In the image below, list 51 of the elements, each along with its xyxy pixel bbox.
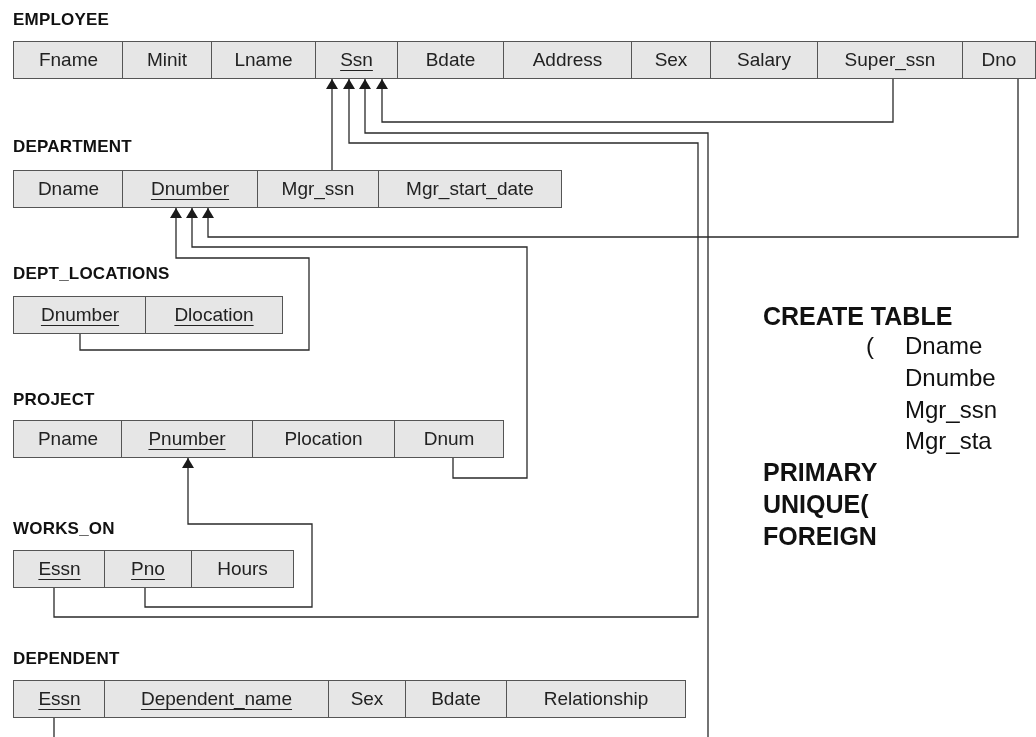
arrow: [376, 78, 894, 123]
arrow: [79, 207, 310, 351]
sql-text: Mgr_sta: [905, 427, 992, 455]
attribute-cell: Pno: [104, 550, 192, 588]
attribute-cell: Pname: [13, 420, 123, 458]
sql-text: PRIMARY: [763, 458, 878, 487]
table-name: PROJECT: [13, 390, 95, 410]
attribute-cell: Dlocation: [145, 296, 283, 334]
arrow: [144, 457, 313, 608]
arrow: [53, 78, 699, 618]
arrow: [326, 78, 338, 171]
attribute-cell: Fname: [13, 41, 124, 79]
table-name: EMPLOYEE: [13, 10, 110, 30]
attribute-cell: Dno: [962, 41, 1036, 79]
attribute-cell: Dnumber: [13, 296, 147, 334]
attribute-cell: Essn: [13, 550, 106, 588]
sql-text: FOREIGN: [763, 522, 877, 551]
attribute-cell: Lname: [211, 41, 316, 79]
attribute-cell: Mgr_start_date: [378, 170, 562, 208]
attribute-cell: Mgr_ssn: [257, 170, 379, 208]
attribute-cell: Bdate: [405, 680, 507, 718]
attribute-cell: Hours: [191, 550, 294, 588]
attribute-cell: Super_ssn: [817, 41, 963, 79]
attribute-cell: Ssn: [315, 41, 398, 79]
attribute-cell: Essn: [13, 680, 106, 718]
arrow: [202, 78, 1019, 238]
sql-text: (: [866, 332, 874, 360]
attribute-cell: Sex: [328, 680, 406, 718]
attribute-cell: Bdate: [397, 41, 504, 79]
attribute-cell: Minit: [122, 41, 212, 79]
attribute-cell: Dnumber: [122, 170, 258, 208]
sql-text: Dname: [905, 332, 983, 360]
arrow: [53, 78, 709, 737]
attribute-cell: Dnum: [394, 420, 504, 458]
attribute-cell: Sex: [631, 41, 711, 79]
arrow: [186, 207, 528, 479]
attribute-cell: Dependent_name: [104, 680, 329, 718]
attribute-cell: Salary: [710, 41, 818, 79]
sql-text: Dnumbe: [905, 364, 996, 392]
attribute-cell: Plocation: [252, 420, 395, 458]
sql-text: Mgr_ssn: [905, 396, 998, 424]
attribute-cell: Pnumber: [121, 420, 253, 458]
attribute-cell: Dname: [13, 170, 124, 208]
sql-text: UNIQUE(: [763, 490, 869, 519]
table-name: WORKS_ON: [13, 519, 115, 539]
table-name: DEPENDENT: [13, 649, 120, 669]
table-name: DEPARTMENT: [13, 137, 132, 157]
attribute-cell: Address: [503, 41, 632, 79]
sql-text: CREATE TABLE: [763, 302, 953, 331]
attribute-cell: Relationship: [506, 680, 686, 718]
table-name: DEPT_LOCATIONS: [13, 264, 170, 284]
